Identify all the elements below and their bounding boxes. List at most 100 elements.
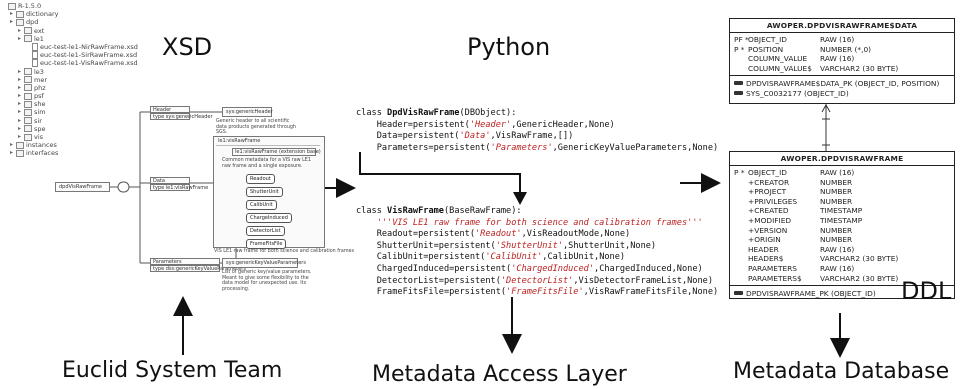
tree-item[interactable]: ▸mer	[2, 76, 112, 84]
expand-toggle-icon[interactable]: ▸	[10, 149, 14, 157]
tree-item[interactable]: R-1.5.0	[2, 2, 112, 10]
expand-toggle-icon[interactable]: ▸	[10, 18, 14, 26]
folder-icon	[24, 84, 32, 92]
code-token: DpdVisRawFrame	[387, 108, 460, 118]
xsd-extension-base[interactable]: le1:visRawFrame (extension base)	[232, 148, 321, 156]
tree-item[interactable]: ▸le3	[2, 68, 112, 76]
expand-toggle-icon[interactable]: ▸	[10, 10, 14, 18]
xsd-data-name[interactable]: Data	[150, 177, 190, 184]
xsd-root-element[interactable]: dpdVisRawFrame	[55, 182, 110, 192]
column-name: +PRIVILEGES	[748, 196, 798, 206]
tree-item[interactable]: ▸instances	[2, 141, 112, 149]
tree-item[interactable]: euc-test-le1-NirRawFrame.xsd	[2, 43, 138, 52]
code-dpd-vis-raw-frame: class DpdVisRawFrame(DBObject): Header=p…	[356, 108, 718, 154]
xsd-child-calib-unit[interactable]: CalibUnit	[246, 200, 277, 210]
tree-item[interactable]: ▸sim	[2, 108, 112, 116]
xsd-header-ref[interactable]: sys:genericHeader	[222, 107, 273, 117]
code-token: ,GenericKeyValueParameters,None)	[552, 142, 719, 153]
expand-toggle-icon[interactable]: ▸	[18, 75, 22, 83]
tree-item[interactable]: ▸ dictionary	[2, 10, 112, 18]
code-token: DetectorList=persistent(	[356, 275, 501, 286]
folder-icon	[16, 10, 24, 18]
tree-item[interactable]: ▸ dpd	[2, 18, 112, 26]
file-icon	[32, 59, 38, 68]
xsd-header-type: type sys:genericHeader	[150, 113, 213, 120]
code-token: 'Data'	[459, 131, 491, 142]
tree-item[interactable]: ▸vis	[2, 133, 112, 141]
expand-toggle-icon[interactable]: ▸	[18, 133, 22, 140]
code-token: '''VIS LE1 raw frame for both science an…	[356, 217, 703, 228]
code-token: 'FrameFitsFile'	[506, 287, 584, 298]
tree-item[interactable]: ▸ psf	[2, 92, 112, 100]
folder-icon	[16, 149, 24, 157]
table-constraint: SYS_C0032177 (OBJECT_ID)	[734, 88, 950, 98]
folder-icon	[24, 109, 32, 117]
tree-item[interactable]: ▸she	[2, 100, 112, 108]
expand-toggle-icon[interactable]: ▸	[18, 34, 22, 42]
table-constraints: DPDVISRAWFRAME$DATA_PK (OBJECT_ID, POSIT…	[730, 75, 954, 100]
xsd-child-shutter-unit[interactable]: ShutterUnit	[246, 187, 283, 197]
column-name: COLUMN_VALUE$	[748, 63, 812, 73]
tree-item[interactable]: ▸le1	[2, 35, 112, 43]
xsd-child-frame-fits-file[interactable]: FrameFitsFile	[246, 239, 287, 249]
tree-item-label: spe	[34, 124, 46, 133]
folder-icon	[24, 100, 32, 108]
xsd-child-charge-induced[interactable]: ChargeInduced	[246, 213, 292, 223]
code-token: Data=persistent(	[356, 131, 460, 142]
column-type: NUMBER	[820, 177, 853, 187]
xsd-child-detector-list[interactable]: DetectorList	[246, 226, 285, 236]
column-type: NUMBER	[820, 196, 853, 206]
tree-item[interactable]: ▸phz	[2, 84, 112, 92]
tree-item-label: dpd	[26, 18, 39, 27]
tree-item-label: dictionary	[26, 10, 59, 19]
column-type: TIMESTAMP	[820, 215, 863, 225]
xsd-params-name[interactable]: Parameters	[150, 258, 220, 265]
column-name: +CREATOR	[748, 177, 790, 187]
tree-item[interactable]: euc-test-le1-SirRawFrame.xsd	[2, 51, 137, 60]
code-token: ,VisDetectorFrameList,None)	[573, 275, 714, 286]
folder-icon	[24, 76, 32, 84]
expand-toggle-icon[interactable]: ▸	[18, 108, 22, 116]
column-type: RAW (16)	[820, 54, 855, 64]
relation-crow-foot	[821, 103, 831, 120]
key-icon	[734, 91, 743, 96]
constraint-label: SYS_C0032177 (OBJECT_ID)	[746, 88, 849, 98]
column-key-flag	[734, 64, 748, 74]
arrow-head-subclass	[513, 192, 527, 205]
expand-toggle-icon[interactable]: ▸	[18, 26, 22, 34]
tree-item[interactable]: ▸ext	[2, 27, 112, 35]
code-token: 'Parameters'	[490, 142, 553, 153]
expand-toggle-icon[interactable]: ▸	[18, 67, 22, 75]
table-constraints: DPDVISRAWFRAME_PK (OBJECT_ID)	[730, 285, 954, 300]
expand-toggle-icon[interactable]: ▸	[18, 124, 22, 132]
code-token: VisRawFrame	[387, 206, 444, 216]
tree-item[interactable]: ▸sir	[2, 117, 112, 125]
expand-toggle-icon[interactable]: ▸	[18, 116, 22, 124]
tree-item-label: psf	[34, 92, 44, 101]
tree-item[interactable]: euc-test-le1-VisRawFrame.xsd	[2, 59, 138, 68]
expand-toggle-icon[interactable]: ▸	[10, 141, 14, 149]
column-key-flag	[734, 264, 748, 274]
code-token: ,VisRawFrameFitsFile,None)	[583, 287, 719, 298]
xsd-data-type: type le1:visRawFrame	[150, 184, 208, 191]
table-column-row: COLUMN_VALUE RAW (16)	[734, 54, 950, 64]
label-python: Python	[467, 33, 551, 61]
tree-item[interactable]: ▸interfaces	[2, 149, 112, 157]
xsd-params-ref[interactable]: sys:genericKeyValueParameters	[222, 258, 306, 268]
table-dpdvisrawframe-data[interactable]: AWOPER.DPDVISRAWFRAME$DATA PF *OBJECT_ID…	[729, 18, 955, 104]
xsd-params-type: type dss:genericKeyValueParameters	[150, 265, 246, 272]
xsd-child-readout[interactable]: Readout	[246, 174, 275, 184]
expand-toggle-icon[interactable]: ▸	[18, 83, 22, 91]
expand-toggle-icon[interactable]: ▸	[18, 100, 22, 108]
expand-toggle-icon[interactable]: ▸	[18, 92, 22, 100]
tree-item[interactable]: ▸ spe	[2, 125, 112, 133]
column-name: PARAMETERS	[748, 263, 797, 273]
column-name: COLUMN_VALUE	[748, 54, 808, 64]
xsd-header-name[interactable]: Header	[150, 106, 190, 113]
column-name: +MODIFIED	[748, 215, 792, 225]
label-xsd: XSD	[162, 33, 213, 61]
